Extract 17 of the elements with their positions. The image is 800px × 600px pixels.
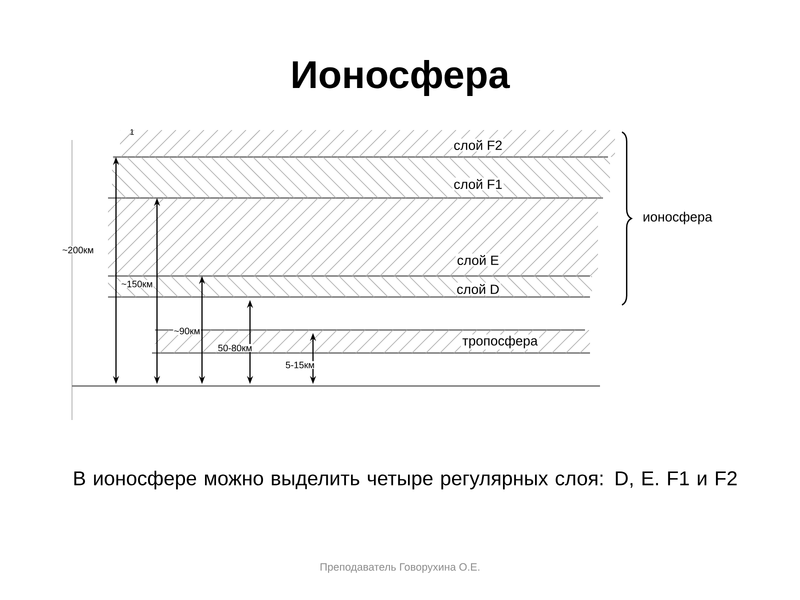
dimension-label: ~200км [62, 246, 94, 254]
node-label: слой F2 [454, 140, 502, 150]
layer-band: слой F1 [112, 157, 610, 198]
brace-label: ионосфера [644, 212, 712, 224]
node-label: слой E [458, 254, 498, 266]
layer-band: слой E [108, 198, 598, 276]
mark-number: 1 [130, 129, 134, 135]
node-label: слой F1 [454, 178, 502, 190]
node-label: слой D [457, 284, 499, 294]
dimension-label: 5-15км [284, 361, 316, 369]
caption: В ионосфере можно выделить четыре регулярных слоя: D, E. F1 и F2 [74, 470, 737, 490]
node-label: тропосфера [462, 336, 538, 348]
dimension-label: ~90км [173, 327, 201, 335]
footer: Преподаватель Говорухина О.Е. [320, 563, 480, 573]
dimension-label: ~150км [120, 280, 154, 288]
title: Ионосфера [292, 60, 510, 96]
dimension-label: 50-80км [217, 344, 253, 352]
